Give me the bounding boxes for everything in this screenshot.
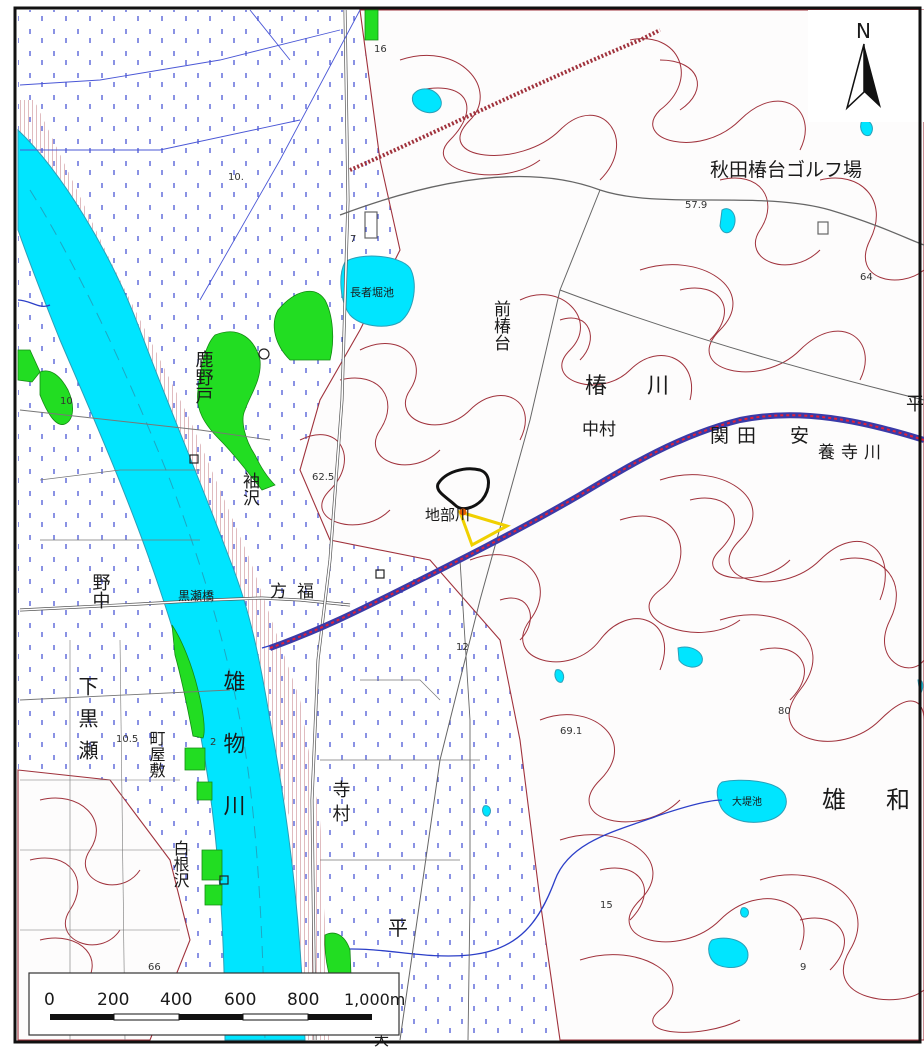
label-nonaka: 野中 [90,573,111,609]
elevation-label: 7 [350,234,356,245]
elevation-label: 12 [456,642,469,653]
north-arrow-icon [864,44,881,108]
highway-route-center [269,414,924,649]
elevation-labels: 10. 57.9 64 62.5 10 12 69.1 80 10.5 15 2… [60,44,873,973]
scale-tick-0: 0 [44,990,55,1010]
scale-tick-1000m: 1,000m [344,990,405,1009]
scale-tick-600: 600 [224,990,256,1010]
elevation-label: 80 [778,706,791,717]
label-nakamura: 中村 [582,420,616,440]
label-hoko: 方福 [270,582,324,602]
scale-bar: 0 200 400 600 800 1,000m [28,972,405,1036]
shrine-icon [375,569,385,579]
elevation-label: 16 [374,44,387,55]
label-kurose-bridge: 黒瀬橋 [178,589,214,603]
label-machiyashiki: 町屋敷 [147,730,166,779]
map-symbols [189,211,829,885]
label-chibu: 地部川 [425,506,470,524]
elevation-label: 9 [800,962,806,973]
scale-tick-400: 400 [160,990,192,1010]
elevation-label: 10. [228,172,244,183]
elevation-label: 15 [600,900,613,911]
elevation-label: 2 [210,737,216,748]
elevation-label: 57.9 [685,200,707,211]
scale-tick-200: 200 [97,990,129,1010]
elevation-label: 10.5 [116,734,138,745]
ponds [340,88,924,968]
label-yasu: 安 [790,425,809,447]
label-chojabori-pond: 長者堀池 [350,286,394,299]
map-frame [13,6,922,1044]
place-labels: 秋田椿台ゴルフ場 長者堀池 前椿台 椿川 中村 関田 安 養寺川 平 鹿野戸 袖… [75,159,924,1049]
marker-triangle [457,509,511,548]
oike-pond [716,779,787,823]
label-omono-river: 雄物川 [220,670,246,856]
elevation-label: 10 [60,396,73,407]
omono-river [17,128,306,1041]
label-golf-course: 秋田椿台ゴルフ場 [710,159,862,181]
elevation-label: 62.5 [312,472,334,483]
survey-area-outline [436,467,490,511]
elevation-label: 66 [148,962,161,973]
north-arrow: N [808,10,924,122]
label-yuwa: 雄和 [822,786,924,814]
temple-icon [219,875,229,885]
label-shimokurose: 下黒瀬 [75,676,99,772]
label-teramura: 寺村 [330,780,351,828]
label-yojigawa: 養寺川 [818,443,887,463]
roads [19,9,924,1041]
label-sodesawa: 袖沢 [239,472,260,506]
scale-tick-800: 800 [287,990,319,1010]
elevation-label: 64 [860,272,873,283]
label-kanoto: 鹿野戸 [193,350,214,404]
label-oike: 大堤池 [732,795,762,808]
school-icon [258,348,270,360]
elevation-label: 69.1 [560,726,582,737]
label-sekita: 関田 [710,425,764,447]
label-maetsubakidai: 前椿台 [490,300,511,351]
north-label: N [856,19,871,43]
label-hira-south: 平 [388,916,408,940]
label-shiranesawa: 白根沢 [171,840,190,888]
site-point [459,508,467,516]
building-icon [817,221,829,235]
temple-icon [364,211,378,239]
label-tsubakigawa: 椿川 [585,374,709,399]
shrine-icon [189,454,199,464]
